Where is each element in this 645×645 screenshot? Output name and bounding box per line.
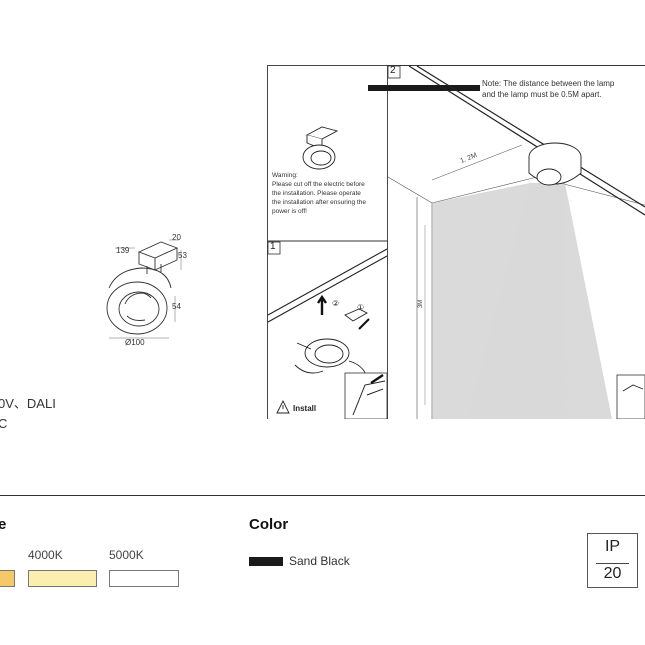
spacing-note: Note: The distance between the lamp and … [482, 79, 615, 99]
step1-label: 1 [270, 241, 276, 252]
dim-139: 139 [116, 246, 130, 255]
dim-diameter: Ø100 [125, 338, 145, 347]
cct-swatch-warm [0, 570, 15, 587]
ip-rating-badge: IP 20 [587, 533, 638, 588]
ip-label: IP [604, 538, 621, 555]
color-option-label: Sand Black [289, 554, 350, 568]
dim-20: 20 [172, 233, 181, 242]
cct-label-4000k: 4000K [28, 548, 63, 562]
height-label: 3M [418, 299, 425, 309]
step2-label: 2 [390, 65, 396, 76]
cct-title: e [0, 516, 7, 533]
track-spotlight-drawing [106, 239, 182, 339]
color-swatch-sand-black [249, 557, 283, 566]
step-circle-1: ① [357, 303, 365, 312]
cct-swatch-4000k [28, 570, 97, 587]
cct-label-5000k: 5000K [109, 548, 144, 562]
ip-divider [596, 563, 629, 564]
cct-swatch-5000k [109, 570, 179, 587]
dim-53: 53 [178, 251, 187, 260]
ip-value: 20 [603, 565, 622, 582]
warning-text: Warning: Please cut off the electric bef… [272, 172, 366, 215]
spec-control: 0V、DALI [0, 396, 56, 411]
step-circle-2: ② [332, 299, 340, 308]
installation-diagram: 2 1 Note: The distance between the lamp … [267, 65, 645, 420]
color-title: Color [249, 516, 289, 533]
installation-illustration [267, 65, 645, 420]
install-label: Install [293, 404, 317, 413]
section-divider [0, 495, 645, 496]
dim-54: 54 [172, 302, 181, 311]
spec-voltage: C [0, 416, 8, 431]
product-drawing [95, 230, 205, 350]
